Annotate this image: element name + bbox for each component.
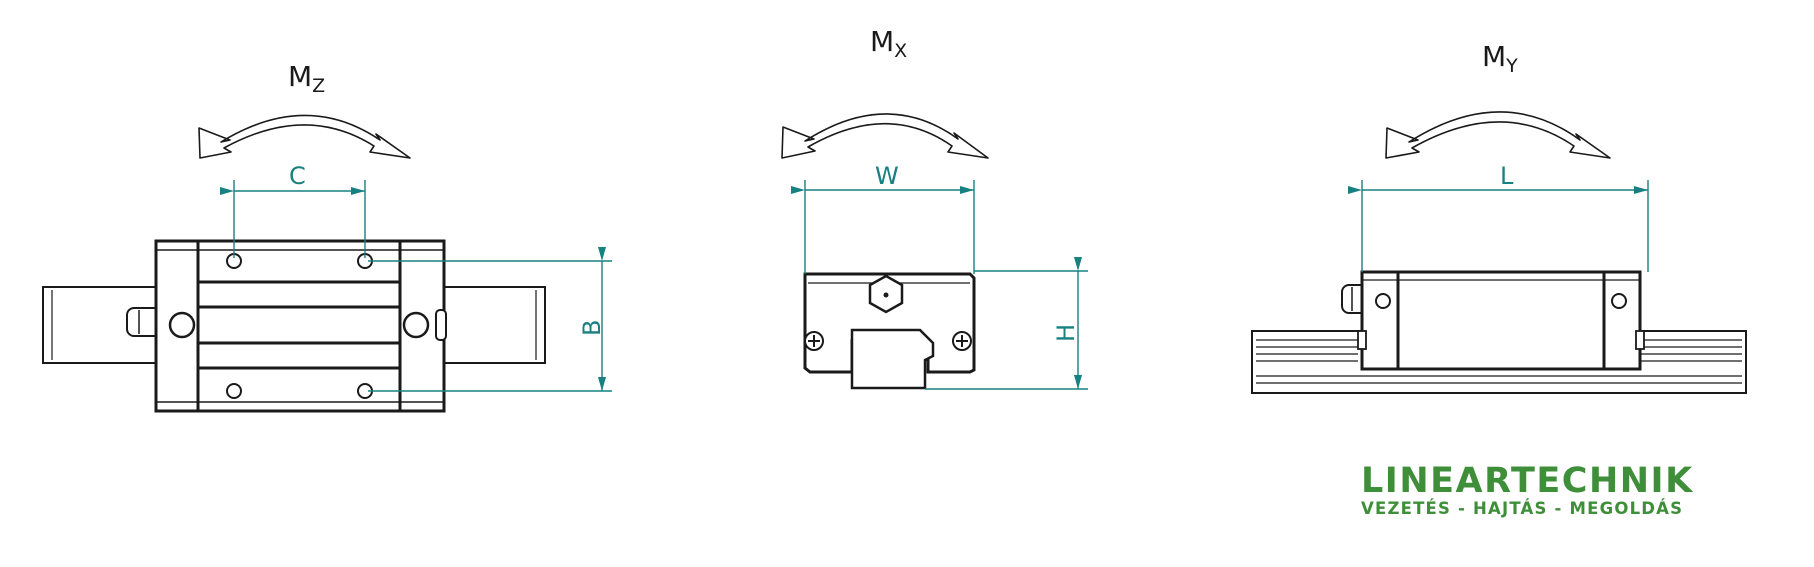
side-view: MY xyxy=(1251,40,1747,394)
curved-double-arrow-icon xyxy=(781,113,989,159)
dim-label-c: C xyxy=(289,162,306,190)
dimension-h xyxy=(925,257,1088,390)
dim-label-h: H xyxy=(1052,324,1080,342)
moment-label-my: MY xyxy=(1482,40,1518,77)
dimension-b xyxy=(368,247,612,392)
top-view: MZ xyxy=(42,60,612,413)
dim-label-b: B xyxy=(578,320,606,336)
dimension-c xyxy=(220,180,366,258)
logo-name: LINEARTECHNIK xyxy=(1361,461,1694,501)
carriage-top xyxy=(126,239,447,413)
carriage-side xyxy=(1341,270,1645,371)
moment-label-mz: MZ xyxy=(288,60,325,97)
moment-label-mx: MX xyxy=(870,25,907,62)
dim-label-l: L xyxy=(1500,162,1514,190)
dimension-l xyxy=(1348,180,1649,272)
logo-tagline: VEZETÉS - HAJTÁS - MEGOLDÁS xyxy=(1361,499,1683,518)
front-view: MX W H xyxy=(781,25,1088,390)
lineartechnik-logo: LINEARTECHNIK VEZETÉS - HAJTÁS - MEGOLDÁ… xyxy=(1361,461,1694,518)
curved-double-arrow-icon xyxy=(1385,111,1611,159)
dim-label-w: W xyxy=(875,162,899,190)
dimension-w xyxy=(791,180,975,274)
curved-double-arrow-icon xyxy=(198,114,411,159)
carriage-front xyxy=(803,272,976,390)
